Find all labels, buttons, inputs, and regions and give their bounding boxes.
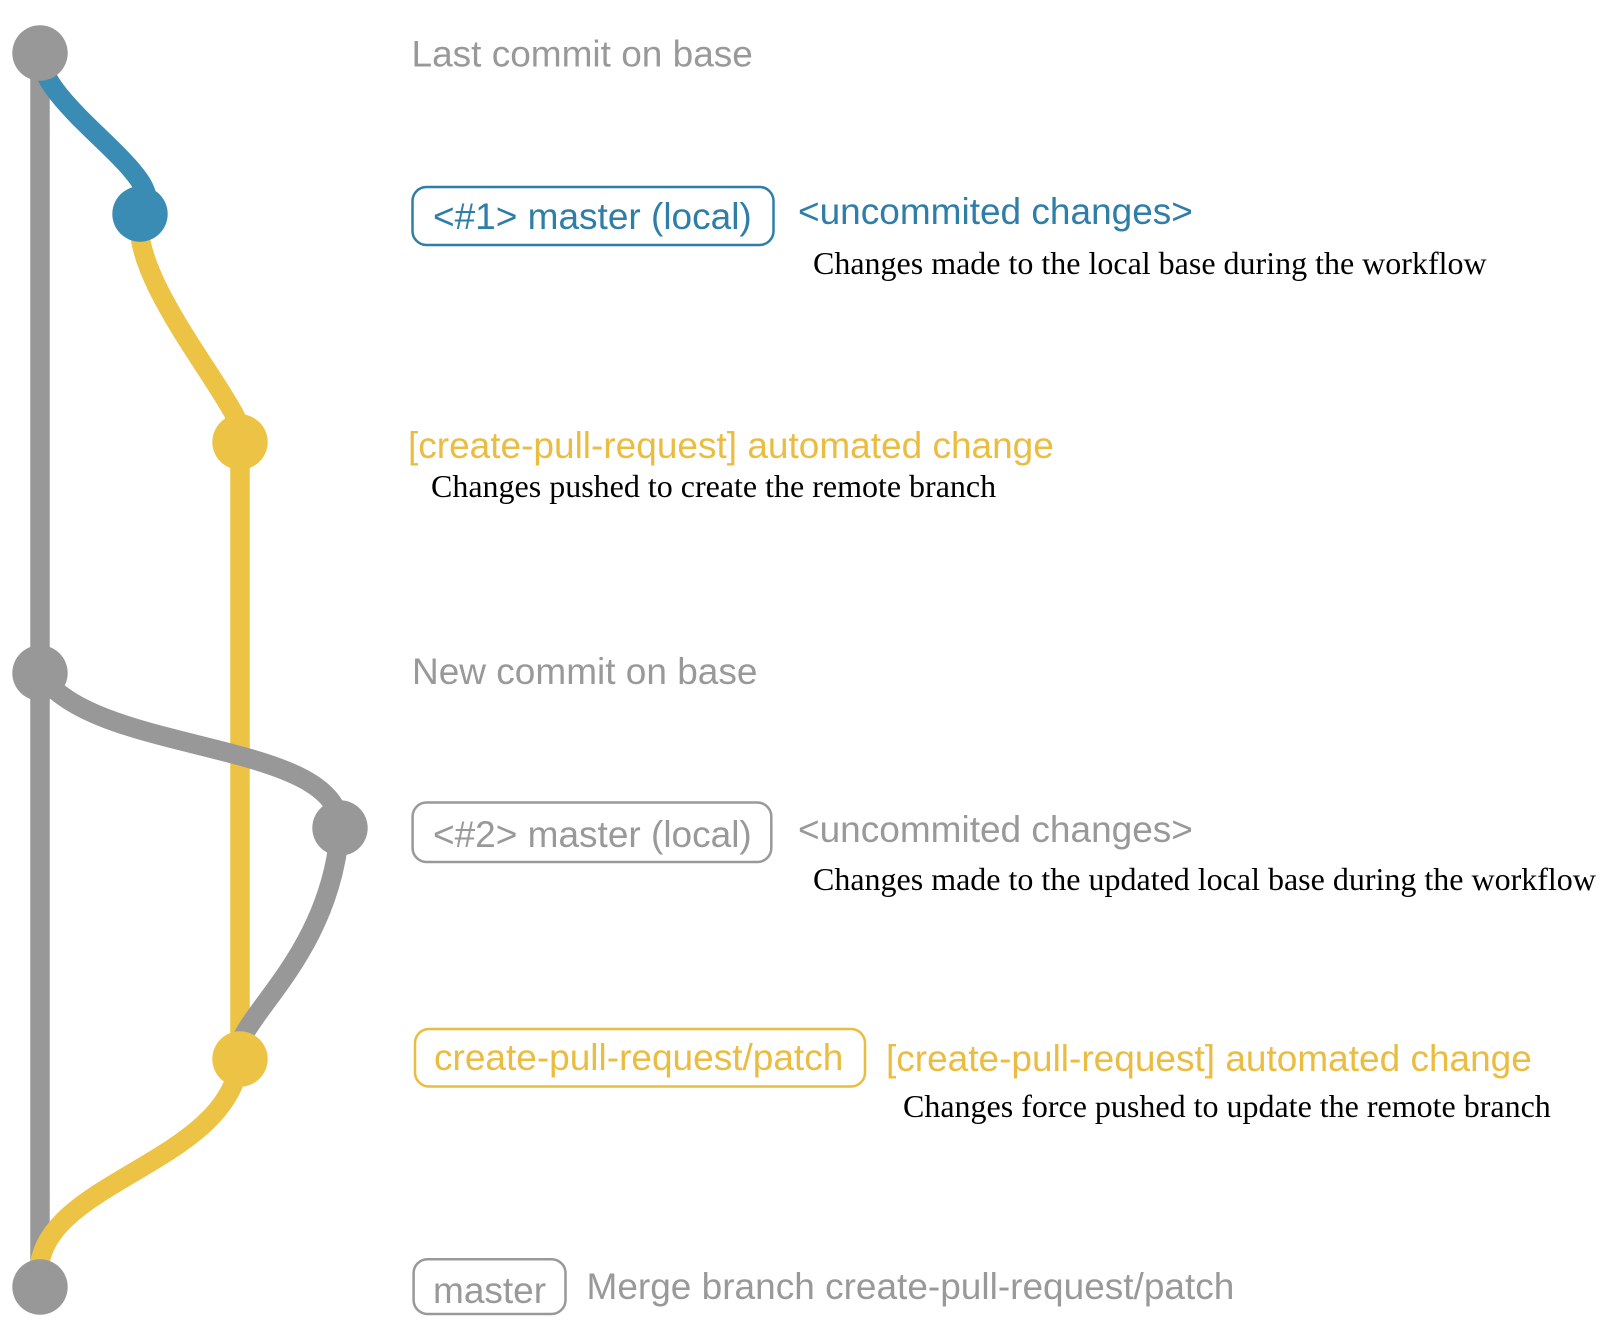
svg-text:New commit on base: New commit on base <box>412 651 757 692</box>
svg-text:<uncommited changes>: <uncommited changes> <box>798 191 1193 232</box>
svg-text:Changes made to the local base: Changes made to the local base during th… <box>813 245 1487 281</box>
svg-text:[create-pull-request] automate: [create-pull-request] automated change <box>408 425 1054 466</box>
svg-text:Merge branch create-pull-reque: Merge branch create-pull-request/patch <box>587 1266 1235 1307</box>
svg-text:Changes force pushed to update: Changes force pushed to update the remot… <box>903 1088 1551 1124</box>
svg-text:Changes made to the updated lo: Changes made to the updated local base d… <box>813 861 1596 897</box>
svg-text:Last commit on base: Last commit on base <box>412 34 753 75</box>
svg-text:Changes pushed to create the r: Changes pushed to create the remote bran… <box>431 468 996 504</box>
svg-text:master: master <box>433 1270 546 1311</box>
svg-text:<#1> master (local): <#1> master (local) <box>433 196 752 237</box>
svg-text:create-pull-request/patch: create-pull-request/patch <box>434 1037 843 1078</box>
svg-text:[create-pull-request] automate: [create-pull-request] automated change <box>886 1038 1532 1079</box>
svg-text:<uncommited changes>: <uncommited changes> <box>798 809 1193 850</box>
svg-text:<#2> master (local): <#2> master (local) <box>433 814 752 855</box>
